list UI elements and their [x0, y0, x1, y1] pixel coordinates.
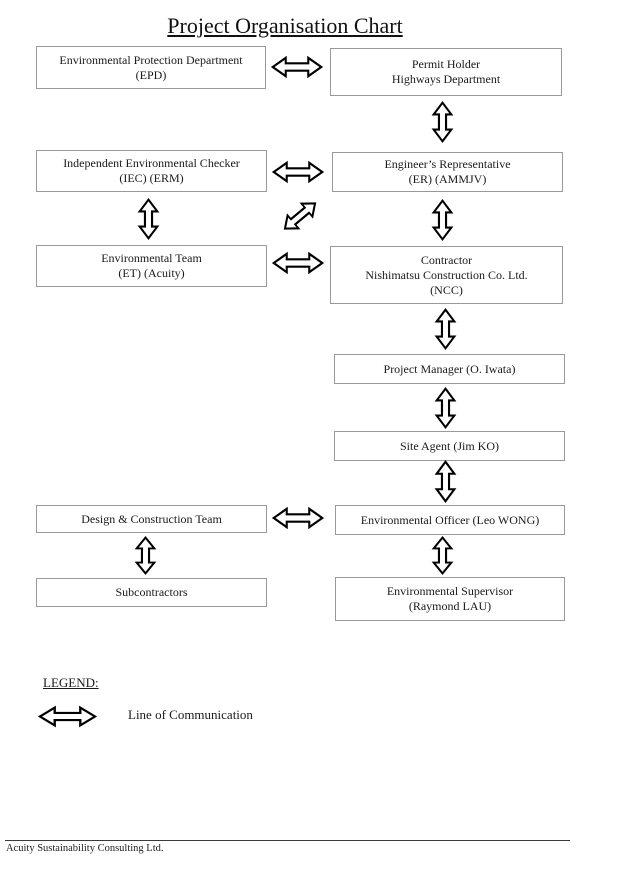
node-site-agent: Site Agent (Jim KO) — [334, 431, 565, 461]
node-environmental-officer-line: Environmental Officer (Leo WONG) — [360, 512, 540, 527]
double-arrow-siteagent-eo-icon — [434, 459, 457, 504]
node-epd-line: (EPD) — [135, 67, 167, 82]
double-arrow-iec-et-icon — [137, 197, 160, 241]
legend-heading: LEGEND: — [43, 675, 99, 690]
double-arrow-epd-permit-icon — [270, 55, 324, 79]
node-et-line: Environmental Team — [101, 251, 202, 265]
node-design-construction-team-line: Design & Construction Team — [81, 511, 222, 526]
node-permit-holder-line: Permit Holder — [411, 57, 481, 71]
double-arrow-iec-er-icon — [271, 160, 325, 184]
double-arrow-er-contractor-icon — [431, 198, 454, 242]
node-iec-line: (IEC) (ERM) — [119, 171, 184, 185]
double-arrow-dct-subcontractors-icon — [134, 535, 157, 576]
double-arrow-eo-supervisor-icon — [431, 535, 454, 576]
double-arrow-et-er-diagonal-icon — [283, 202, 317, 230]
node-project-manager: Project Manager (O. Iwata) — [334, 354, 565, 384]
node-contractor-line: (NCC) — [430, 282, 463, 297]
node-environmental-supervisor-line: (Raymond LAU) — [408, 599, 492, 613]
node-epd-line: Environmental Protection Department — [59, 52, 243, 67]
node-environmental-supervisor: Environmental Supervisor (Raymond LAU) — [335, 577, 565, 621]
node-er: Engineer’s Representative (ER) (AMMJV) — [332, 152, 563, 192]
footer-company-name: Acuity Sustainability Consulting Ltd. — [6, 843, 164, 854]
node-subcontractors-line: Subcontractors — [115, 585, 188, 599]
node-design-construction-team: Design & Construction Team — [36, 505, 267, 533]
node-environmental-supervisor-line: Environmental Supervisor — [386, 584, 514, 598]
double-arrow-permit-er-icon — [431, 100, 454, 144]
node-contractor-line: Nishimatsu Construction Co. Ltd. — [365, 267, 528, 282]
node-permit-holder: Permit Holder Highways Department — [330, 48, 562, 96]
node-et-line: (ET) (Acuity) — [118, 266, 185, 280]
page-title: Project Organisation Chart — [167, 13, 403, 38]
node-iec-line: Independent Environmental Checker — [63, 156, 240, 170]
legend-arrow-label: Line of Communication — [128, 707, 253, 722]
node-project-manager-line: Project Manager (O. Iwata) — [383, 361, 516, 376]
double-arrow-pm-siteagent-icon — [434, 386, 457, 430]
double-arrow-dct-eo-icon — [271, 506, 325, 530]
node-permit-holder-line: Highways Department — [391, 72, 501, 86]
node-et: Environmental Team (ET) (Acuity) — [36, 245, 267, 287]
node-epd: Environmental Protection Department (EPD… — [36, 46, 266, 89]
node-site-agent-line: Site Agent (Jim KO) — [400, 438, 499, 453]
node-subcontractors: Subcontractors — [36, 578, 267, 607]
node-contractor: Contractor Nishimatsu Construction Co. L… — [330, 246, 563, 304]
double-arrow-contractor-pm-icon — [434, 307, 457, 351]
footer-divider — [5, 840, 570, 841]
node-contractor-line: Contractor — [420, 252, 473, 267]
node-er-line: Engineer’s Representative — [384, 157, 511, 171]
node-iec: Independent Environmental Checker (IEC) … — [36, 150, 267, 192]
node-environmental-officer: Environmental Officer (Leo WONG) — [335, 505, 565, 535]
legend-double-arrow-icon — [37, 705, 98, 728]
node-er-line: (ER) (AMMJV) — [408, 172, 487, 186]
double-arrow-et-contractor-icon — [271, 251, 325, 275]
